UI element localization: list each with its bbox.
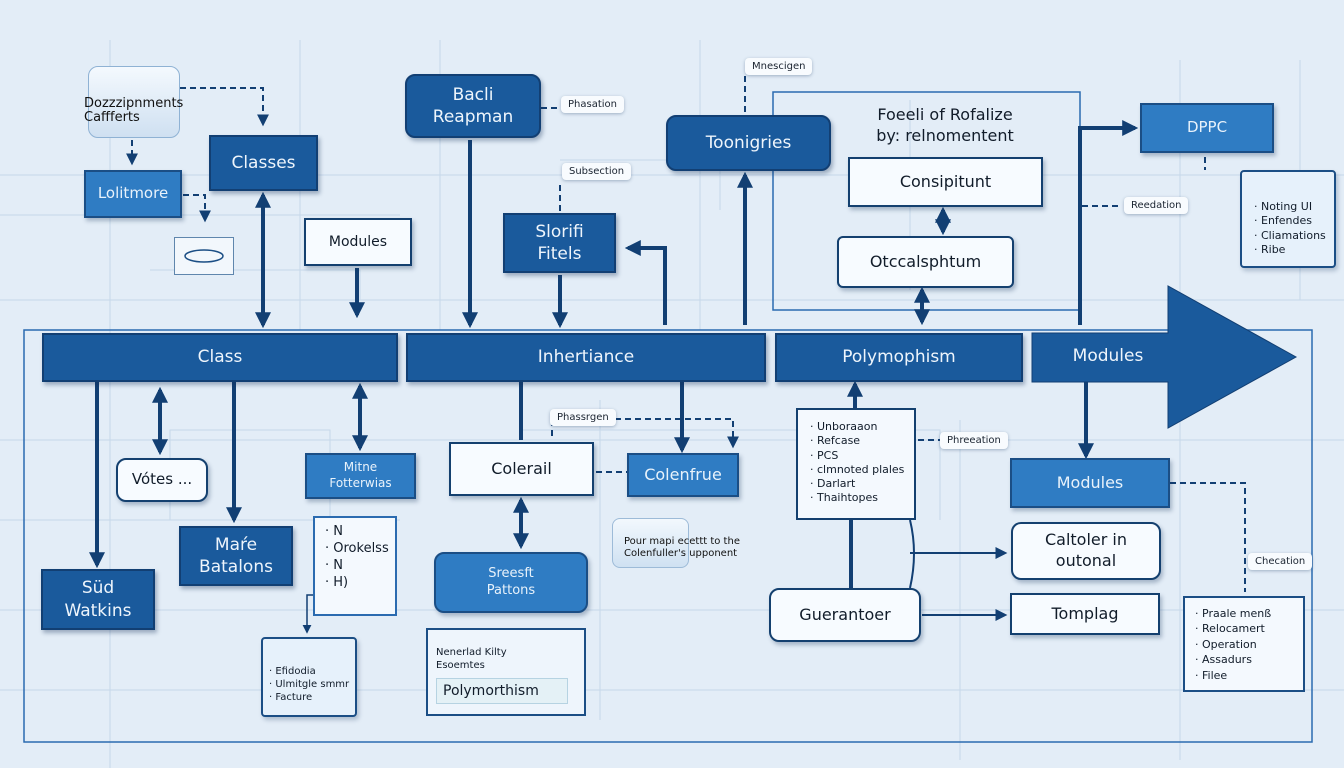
right-detail-list: Praale menßRelocamertOperationAssadursFi… (1183, 596, 1305, 692)
document-icon (88, 66, 180, 138)
nenerlad-panel: Nenerlad Kilty Esoemtes Polymorthism (426, 628, 586, 716)
node-caltoler-outonal[interactable]: Caltoler in outonal (1011, 522, 1161, 580)
pill-icon (174, 237, 234, 275)
list-item: Ribe (1254, 243, 1334, 257)
list-item: Ulmitgle smmr (269, 678, 355, 691)
node-sud-watkins[interactable]: Süd Watkins (41, 569, 155, 630)
sud-line1: Süd (81, 578, 115, 599)
nenerlad-line2: Esoemtes (436, 660, 485, 671)
node-modules-small[interactable]: Modules (304, 218, 412, 266)
list-item: Efidodia (269, 665, 355, 678)
label-reedation: Reedation (1124, 197, 1189, 214)
list-item: clmnoted plales (810, 463, 914, 477)
list-item: H) (325, 575, 395, 592)
list-item: Noting UI (1254, 200, 1334, 214)
list-item: N (325, 558, 395, 575)
label-phassrgen: Phassrgen (550, 409, 616, 426)
node-dppc[interactable]: DPPC (1140, 103, 1274, 153)
mare-line1: Maŕe (214, 534, 258, 555)
list-item: Cliamations (1254, 229, 1334, 243)
group-title: Foeeli of Rofalize by: relnomentent (876, 105, 1014, 145)
envelope-list-items: EfidodiaUlmitgle smmrFacture (269, 665, 355, 704)
list-item: N (325, 524, 395, 541)
n-list-box: NOrokelssNH) (313, 516, 397, 616)
band-polymorphism[interactable]: Polymophism (775, 333, 1023, 382)
node-colenfrue[interactable]: Colenfrue (627, 453, 739, 497)
node-slorifi-fitels[interactable]: Slorifi Fitels (503, 213, 616, 273)
list-item: PCS (810, 449, 914, 463)
list-item: Thaihtopes (810, 491, 914, 505)
node-lolitmore[interactable]: Lolitmore (84, 170, 182, 218)
label-checation: Checation (1248, 553, 1313, 570)
bacli-line1: Bacli (452, 84, 494, 105)
list-item: Darlart (810, 477, 914, 491)
node-mare-batalons[interactable]: Maŕe Batalons (179, 526, 293, 586)
nenerlad-field[interactable]: Polymorthism (436, 678, 568, 704)
poly-detail-list: UnboraaonRefcasePCSclmnoted plalesDarlar… (796, 408, 916, 520)
list-item: Enfendes (1254, 214, 1334, 228)
right-list-items: Praale menßRelocamertOperationAssadursFi… (1195, 606, 1303, 683)
dppc-detail-list: Noting UIEnfendesCliamationsRibe (1240, 170, 1336, 268)
mitne-line2: Fotterwias (329, 476, 392, 490)
dppc-list-items: Noting UIEnfendesCliamationsRibe (1254, 200, 1334, 257)
node-colerail[interactable]: Colerail (449, 442, 594, 496)
node-bacli-reapman[interactable]: Bacli Reapman (405, 74, 541, 138)
note-text: Pour mapi ecettt to the Colenfuller's up… (624, 536, 740, 559)
node-classes[interactable]: Classes (209, 135, 318, 191)
note-icon (612, 518, 689, 568)
node-tomplag[interactable]: Tomplag (1010, 593, 1160, 635)
node-mitne-fotterwias[interactable]: Mitne Fotterwias (305, 453, 416, 499)
node-otccalsphtum[interactable]: Otccalsphtum (837, 236, 1014, 288)
node-modules-right[interactable]: Modules (1010, 458, 1170, 508)
label-mnescigen: Mnescigen (745, 58, 813, 75)
sreesft-line2: Pattons (486, 582, 536, 598)
slorifi-line2: Fitels (537, 244, 582, 264)
list-item: Unboraaon (810, 420, 914, 434)
mitne-line1: Mitne (343, 460, 378, 475)
envelope-list-box: EfidodiaUlmitgle smmrFacture (261, 637, 357, 717)
node-consipitunt[interactable]: Consipitunt (848, 157, 1043, 207)
label-subsection: Subsection (562, 163, 632, 180)
bacli-line2: Reapman (432, 107, 514, 127)
slorifi-line1: Slorifi (535, 221, 584, 242)
caltoler-line1: Caltoler in (1044, 530, 1128, 550)
label-phasation: Phasation (561, 96, 624, 113)
list-item: Facture (269, 691, 355, 704)
pill-glyph (184, 249, 224, 263)
sud-line2: Watkins (64, 600, 132, 621)
band-modules-label[interactable]: Modules (1072, 346, 1144, 366)
list-item: Orokelss (325, 541, 395, 558)
node-guerantoer[interactable]: Guerantoer (769, 588, 921, 642)
list-item: Operation (1195, 637, 1303, 652)
node-toonigries[interactable]: Toonigries (666, 115, 831, 171)
node-votes[interactable]: Vótes ... (116, 458, 208, 502)
document-icon-label: Dozzzipnments Caffferts (84, 96, 184, 126)
band-class[interactable]: Class (42, 333, 398, 382)
caltoler-line2: outonal (1055, 551, 1117, 570)
nenerlad-line1: Nenerlad Kilty (436, 647, 507, 658)
poly-list-items: UnboraaonRefcasePCSclmnoted plalesDarlar… (810, 420, 914, 506)
list-item: Praale menß (1195, 606, 1303, 621)
list-item: Filee (1195, 668, 1303, 683)
mare-line2: Batalons (199, 557, 273, 577)
list-item: Refcase (810, 434, 914, 448)
node-sreesft-pattons[interactable]: Sreesft Pattons (434, 552, 588, 613)
band-inheritance[interactable]: Inhertiance (406, 333, 766, 382)
label-phreeation: Phreeation (940, 432, 1008, 449)
list-item: Relocamert (1195, 621, 1303, 636)
sreesft-line1: Sreesft (488, 565, 534, 581)
list-item: Assadurs (1195, 652, 1303, 667)
n-list-items: NOrokelssNH) (325, 524, 395, 592)
